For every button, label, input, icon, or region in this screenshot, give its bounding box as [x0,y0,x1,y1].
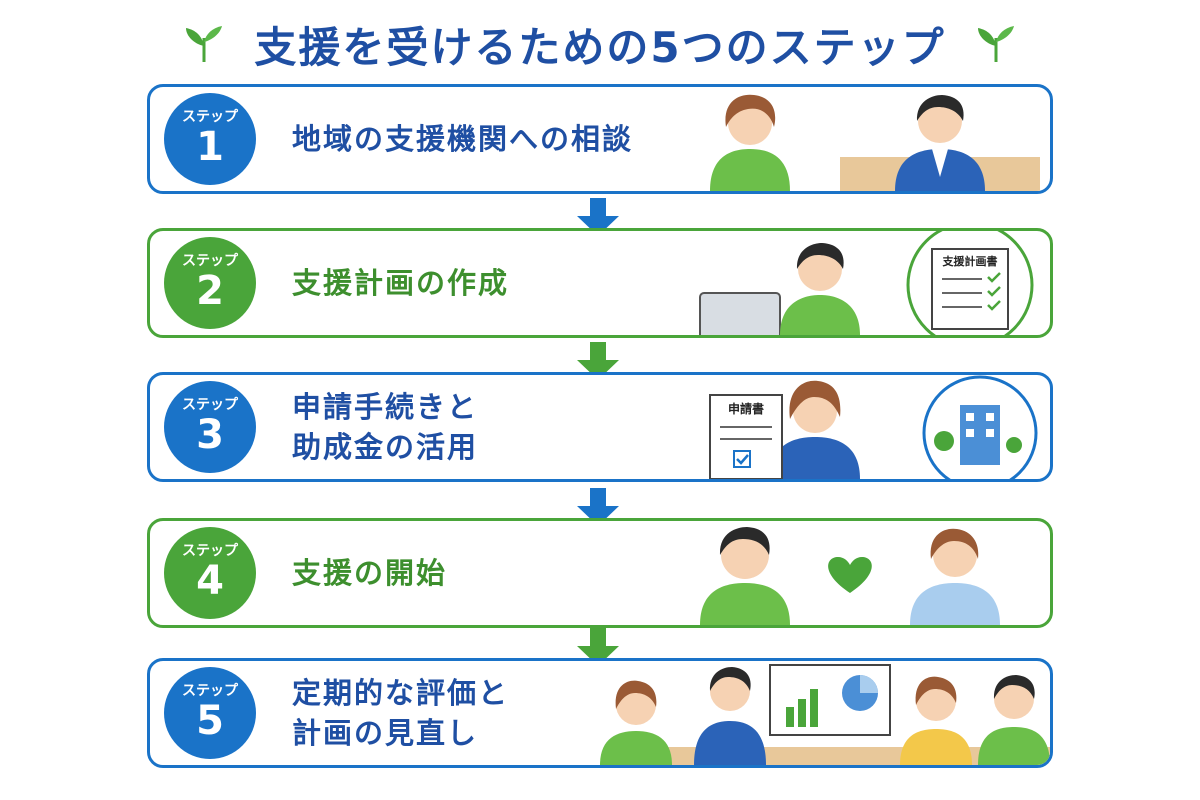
person-icon [770,380,860,479]
step-title: 支援の開始 [292,553,447,593]
step-number: 4 [196,558,224,604]
laptop-icon [699,292,781,335]
document-title: 支援計画書 [942,254,998,268]
step-title: 支援計画の作成 [292,263,509,303]
sprout-icon [977,26,1014,63]
start-support-illustration [700,527,1000,625]
step-number: 3 [196,412,224,458]
person-icon [900,676,972,765]
review-meeting-illustration [600,664,1050,765]
checkbox-icon [733,450,751,468]
step-badge-label: ステップ [182,683,238,699]
document-icon: 申請書 [709,394,783,479]
step-number: 2 [196,268,224,314]
arrow-down-icon [577,198,619,236]
step-badge: ステップ 5 [164,667,256,759]
consultation-illustration [710,94,1040,191]
step-badge-label: ステップ [182,543,238,559]
heart-icon [828,557,872,593]
arrow-down-icon [577,488,619,526]
person-icon [895,95,985,191]
step-title-line: 支援の開始 [292,556,448,590]
person-icon [978,675,1050,765]
step-card-1: ステップ 1 地域の支援機関への相談 [147,84,1053,194]
step-badge-label: ステップ [182,397,238,413]
document-title: 申請書 [728,401,764,416]
step-number: 5 [196,698,224,744]
step-badge-label: ステップ [182,253,238,269]
step-title-line: 地域の支援機関への相談 [292,122,634,156]
step-title-line: 申請手続きと [292,390,479,424]
document-icon: 支援計画書 [931,248,1009,330]
step-title-line: 定期的な評価と [292,676,510,710]
step-badge: ステップ 4 [164,527,256,619]
step-card-4: ステップ 4 支援の開始 [147,518,1053,628]
person-icon [910,528,1000,625]
person-icon [780,243,860,335]
step-card-3: ステップ 3 申請手続きと 助成金の活用 申請書 [147,372,1053,482]
step-card-5: ステップ 5 定期的な評価と 計画の見直し [147,658,1053,768]
step-card-2: ステップ 2 支援計画の作成 支援計画書 [147,228,1053,338]
page-title: 支援を受けるための5つのステップ [254,22,946,72]
tree-icon [934,431,1022,453]
planning-illustration: 支援計画書 [699,231,1034,335]
step-badge: ステップ 3 [164,381,256,473]
title-row: 支援を受けるための5つのステップ [0,14,1200,74]
step-number: 1 [196,124,224,170]
step-title-line: 計画の見直し [292,716,479,750]
person-icon [694,667,766,765]
person-icon [600,680,672,765]
step-title: 定期的な評価と 計画の見直し [292,673,509,753]
step-title-line: 助成金の活用 [292,430,479,464]
step-badge-label: ステップ [182,109,238,125]
step-title: 申請手続きと 助成金の活用 [292,387,478,467]
arrow-down-icon [577,628,619,666]
building-icon [960,405,1000,465]
application-illustration: 申請書 [709,375,1038,479]
sprout-icon [186,26,223,63]
person-icon [700,527,790,625]
chart-board-icon [769,664,891,736]
step-title: 地域の支援機関への相談 [292,119,633,159]
step-badge: ステップ 1 [164,93,256,185]
person-icon [710,94,790,191]
step-badge: ステップ 2 [164,237,256,329]
step-title-line: 支援計画の作成 [292,266,510,300]
arrow-down-icon [577,342,619,380]
